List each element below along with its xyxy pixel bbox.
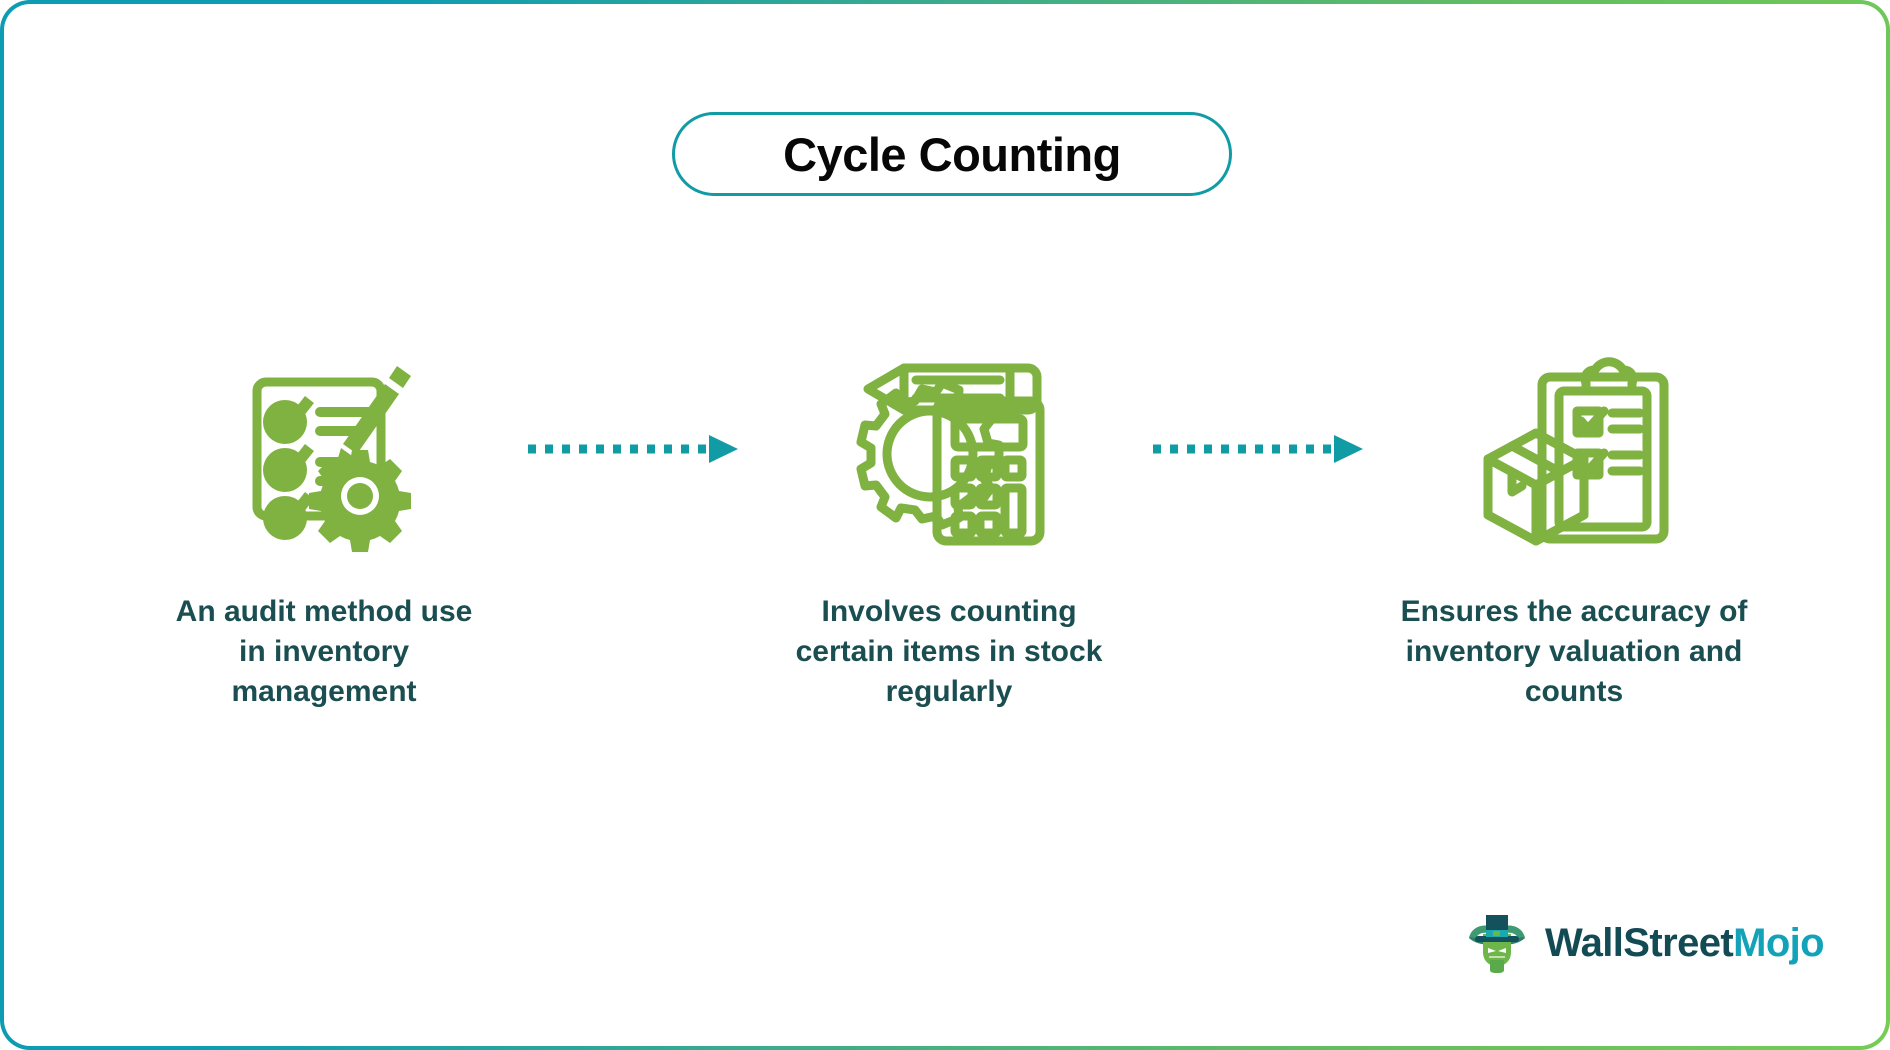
step-3-icon-box: [1472, 334, 1677, 564]
page-title-pill: Cycle Counting: [672, 112, 1232, 196]
brand-wordmark-primary: WallStreet: [1544, 920, 1734, 965]
connector-2: [1144, 334, 1379, 564]
brand-wordmark-accent: Mojo: [1733, 920, 1825, 965]
step-2-caption: Involves counting certain items in stock…: [795, 595, 1103, 708]
dotted-arrow-right-icon: [1153, 435, 1363, 463]
step-1: An audit method use in inventory managem…: [129, 334, 519, 712]
step-2-icon-box: [842, 334, 1057, 564]
checklist-gear-pencil-icon: [252, 366, 411, 552]
step-3: Ensures the accuracy of inventory valuat…: [1379, 334, 1769, 712]
brand-logo: WallStreetMojo: [1465, 912, 1825, 974]
calculator-gear-pencil-icon: [856, 363, 1044, 545]
step-1-caption: An audit method use in inventory managem…: [175, 595, 473, 708]
step-1-icon-box: [219, 334, 429, 564]
page-title: Cycle Counting: [783, 127, 1121, 181]
steps-row: An audit method use in inventory managem…: [4, 334, 1886, 712]
clipboard-box-icon: [1483, 356, 1668, 545]
connector-1: [519, 334, 754, 564]
step-3-caption: Ensures the accuracy of inventory valuat…: [1400, 595, 1748, 708]
brand-wordmark: WallStreetMojo: [1544, 920, 1825, 966]
step-2: Involves counting certain items in stock…: [754, 334, 1144, 712]
bull-mascot-icon: [1468, 915, 1525, 973]
dotted-arrow-right-icon: [528, 435, 738, 463]
